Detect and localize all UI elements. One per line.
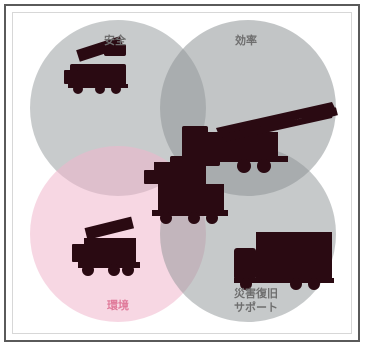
- box-truck-icon: [234, 232, 334, 290]
- label-environment: 環境: [107, 299, 129, 312]
- venn-diagram: [30, 20, 338, 322]
- aerial-ladder-truck-icon: [182, 102, 338, 173]
- label-safety: 安全: [104, 34, 126, 47]
- crane-truck-icon: [72, 216, 140, 276]
- label-efficiency: 効率: [235, 34, 257, 47]
- label-disaster-recovery-support: 災害復旧 サポート: [234, 287, 278, 314]
- crane-truck-icon: [144, 156, 228, 224]
- crane-truck-icon: [64, 36, 128, 94]
- diagram-frame: 安全 効率 環境 災害復旧 サポート: [4, 4, 360, 342]
- diagram-inner-border: [12, 12, 352, 334]
